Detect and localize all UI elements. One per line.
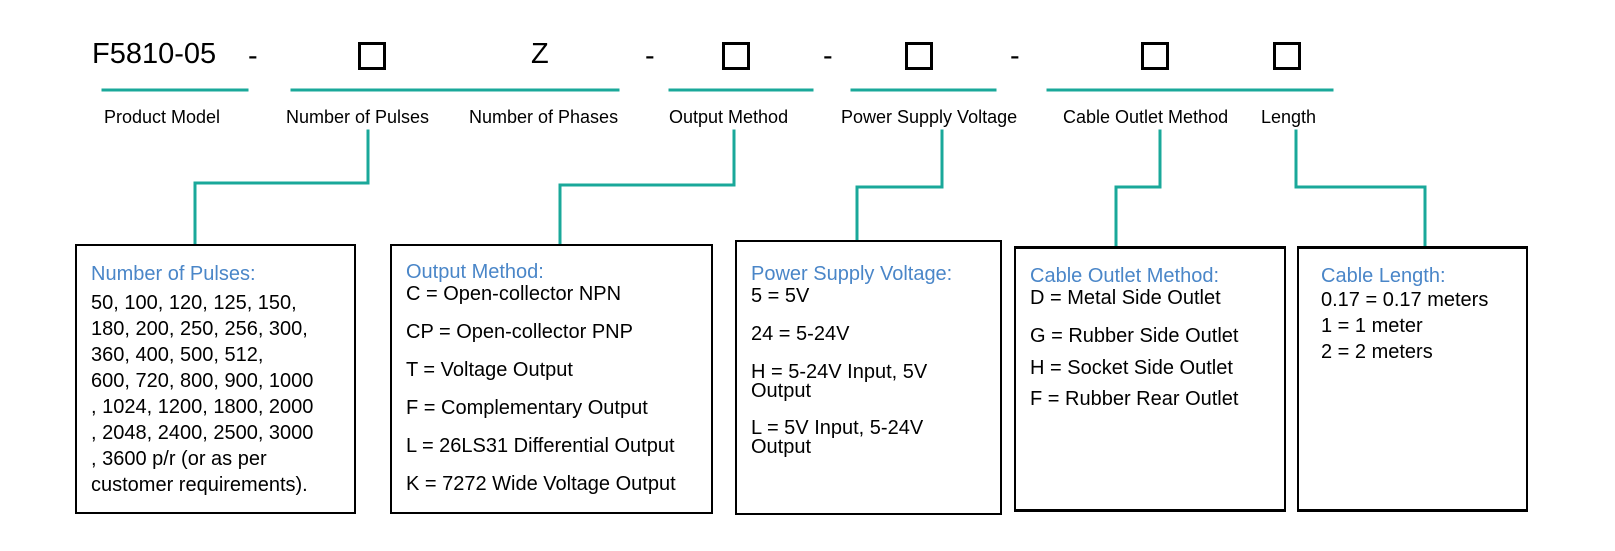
pulses-line: 600, 720, 800, 900, 1000: [91, 370, 314, 392]
label-product-model: Product Model: [104, 107, 221, 127]
cable-outlet-placeholder-box: [1141, 42, 1169, 70]
pulses-options-box: Number of Pulses: 50, 100, 120, 125, 150…: [75, 244, 356, 514]
length-option: 0.17 = 0.17 meters: [1321, 289, 1489, 311]
pulses-line: 180, 200, 250, 256, 300,: [91, 318, 308, 340]
box-title: Number of Pulses:: [91, 263, 256, 285]
separator-dash: -: [645, 40, 655, 72]
cable-outlet-option: G = Rubber Side Outlet: [1030, 325, 1239, 347]
output-option: L = 26LS31 Differential Output: [406, 435, 675, 457]
voltage-options-box: Power Supply Voltage: 5 = 5V 24 = 5-24V …: [735, 240, 1002, 515]
box-title: Power Supply Voltage:: [751, 263, 953, 285]
voltage-option-continued: Output: [751, 436, 812, 458]
voltage-option: 5 = 5V: [751, 285, 810, 307]
length-option: 2 = 2 meters: [1321, 341, 1433, 363]
cable-outlet-option: D = Metal Side Outlet: [1030, 287, 1221, 309]
pulses-line: , 1024, 1200, 1800, 2000: [91, 396, 314, 418]
pulses-line: , 2048, 2400, 2500, 3000: [91, 422, 314, 444]
box-title: Cable Length:: [1321, 265, 1446, 287]
connector-length: [1294, 129, 1427, 249]
phase-letter: Z: [531, 38, 549, 70]
voltage-option: H = 5-24V Input, 5V: [751, 361, 928, 383]
length-placeholder-box: [1273, 42, 1301, 70]
box-title: Output Method:: [406, 261, 544, 283]
pulses-placeholder-box: [358, 42, 386, 70]
output-placeholder-box: [722, 42, 750, 70]
label-cable-outlet-method: Cable Outlet Method: [1063, 107, 1229, 127]
voltage-placeholder-box: [905, 42, 933, 70]
separator-dash: -: [248, 40, 258, 72]
output-option: T = Voltage Output: [406, 359, 573, 381]
cable-outlet-option: F = Rubber Rear Outlet: [1030, 388, 1239, 410]
box-title: Cable Outlet Method:: [1030, 265, 1219, 287]
output-option: F = Complementary Output: [406, 397, 648, 419]
separator-dash: -: [1010, 40, 1020, 72]
label-number-of-pulses: Number of Pulses: [286, 107, 430, 127]
pulses-line: 360, 400, 500, 512,: [91, 344, 264, 366]
label-number-of-phases: Number of Phases: [469, 107, 619, 127]
output-option: K = 7272 Wide Voltage Output: [406, 473, 676, 495]
output-option: C = Open-collector NPN: [406, 283, 622, 305]
voltage-option: L = 5V Input, 5-24V: [751, 417, 924, 439]
pulses-line: 50, 100, 120, 125, 150,: [91, 292, 297, 314]
model-code: F5810-05: [92, 38, 217, 70]
label-output-method: Output Method: [669, 107, 789, 127]
label-power-supply-voltage: Power Supply Voltage: [841, 107, 1018, 127]
label-length: Length: [1261, 107, 1317, 127]
pulses-line: customer requirements).: [91, 474, 308, 496]
output-options-box: Output Method: C = Open-collector NPN CP…: [390, 244, 713, 514]
voltage-option: 24 = 5-24V: [751, 323, 850, 345]
connector-pulses: [193, 129, 370, 247]
pulses-line: , 3600 p/r (or as per: [91, 448, 267, 470]
connector-cable-outlet: [1114, 129, 1162, 249]
output-option: CP = Open-collector PNP: [406, 321, 633, 343]
length-options-box: Cable Length: 0.17 = 0.17 meters 1 = 1 m…: [1297, 246, 1528, 512]
cable-outlet-option: H = Socket Side Outlet: [1030, 357, 1233, 379]
connector-output: [558, 129, 736, 247]
cable-outlet-options-box: Cable Outlet Method: D = Metal Side Outl…: [1014, 246, 1286, 512]
separator-dash: -: [823, 40, 833, 72]
length-option: 1 = 1 meter: [1321, 315, 1423, 337]
connector-voltage: [855, 129, 944, 243]
voltage-option-continued: Output: [751, 380, 812, 402]
